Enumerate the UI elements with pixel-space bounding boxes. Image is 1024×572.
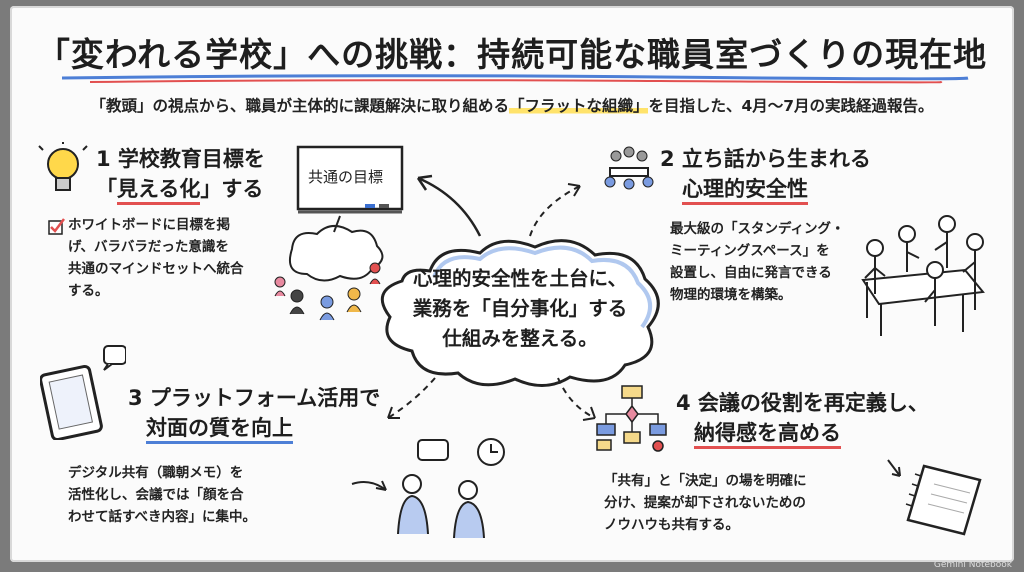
section-3-title-line1: 3 プラットフォーム活用で (128, 386, 381, 410)
section-1-title: 1 学校教育目標を 「見える化」する (96, 144, 265, 205)
section-3-body-line1: デジタル共有（職朝メモ）を (68, 465, 244, 481)
section-1-title-emphasis: 見える化 (117, 177, 201, 205)
tablet-chat-icon (40, 345, 126, 440)
section-4-body: 「共有」と「決定」の場を明確に 分け、提案が却下されないための ノウハウも共有す… (604, 470, 874, 536)
section-3-body: デジタル共有（職朝メモ）を 活性化し、会議では「顔を合 わせて話すべき内容」に集… (68, 462, 308, 528)
center-line-2: 業務を「自分事化」する (412, 297, 628, 320)
title-underline (61, 74, 969, 84)
section-2-body-line1: 最大級の「スタンディング・ (670, 221, 845, 237)
section-1-body-line4: する。 (68, 283, 109, 299)
group-meeting-icon (604, 146, 654, 190)
subtitle-after: を目指した、4月〜7月の実践経過報告。 (648, 97, 934, 115)
section-1-body-line2: げ、バラバラだった意識を (68, 239, 229, 255)
page-title: 「変われる学校」への挑戦：持続可能な職員室づくりの現在地 (36, 35, 988, 74)
section-4-title: 4 会議の役割を再定義し、 納得感を高める (676, 388, 929, 449)
section-3-title-line2: 対面の質を向上 (146, 416, 293, 444)
whiteboard: 「変われる学校」への挑戦：持続可能な職員室づくりの現在地 「教頭」の視点から、職… (10, 6, 1014, 562)
goal-whiteboard-illustration (296, 145, 404, 214)
center-message: 心理的安全性を土台に、 業務を「自分事化」する 仕組みを整える。 (395, 264, 645, 354)
section-3-title: 3 プラットフォーム活用で 対面の質を向上 (128, 383, 381, 444)
goal-whiteboard-label: 共通の目標 (308, 168, 384, 186)
subtitle-highlight: 「フラットな組織」 (508, 97, 649, 115)
section-2-body-line4: 物理的環境を構築。 (670, 287, 792, 303)
section-2-title-line2: 心理的安全性 (682, 177, 808, 205)
subtitle: 「教頭」の視点から、職員が主体的に課題解決に取り組める「フラットな組織」を目指し… (10, 94, 1014, 116)
section-2-title: 2 立ち話から生まれる 心理的安全性 (660, 144, 871, 205)
section-1-body-line3: 共通のマインドセットへ統合 (68, 261, 244, 277)
notebook-icon (887, 459, 982, 536)
section-1-title-bracket-open: 「 (96, 177, 117, 201)
section-1-title-bracket-close: 」する (200, 177, 264, 201)
section-2-body-line3: 設置し、自由に発言できる (670, 265, 832, 281)
connector-arrows (387, 174, 596, 421)
flowchart-icon (596, 385, 667, 452)
lightbulb-icon (38, 142, 88, 191)
standing-meeting-illustration (861, 215, 985, 336)
section-4-body-line1: 「共有」と「決定」の場を明確に (604, 473, 807, 489)
section-1-title-line1: 1 学校教育目標を (96, 147, 265, 171)
center-line-3: 仕組みを整える。 (442, 327, 598, 350)
conversation-illustration (351, 438, 505, 539)
center-line-1: 心理的安全性を土台に、 (413, 267, 627, 290)
section-2-body: 最大級の「スタンディング・ ミーティングスペース」を 設置し、自由に発言できる … (670, 218, 870, 306)
section-4-body-line3: ノウハウも共有する。 (604, 517, 739, 533)
subtitle-before: 「教頭」の視点から、職員が主体的に課題解決に取り組める (90, 97, 509, 115)
section-4-title-line1: 4 会議の役割を再定義し、 (676, 391, 929, 415)
section-3-body-line2: 活性化し、会議では「顔を合 (68, 487, 244, 503)
footer-brand: Gemini Notebook (933, 560, 1012, 570)
section-1-body: ホワイトボードに目標を掲 げ、バラバラだった意識を 共通のマインドセットへ統合 … (68, 214, 278, 302)
center-cloud (380, 239, 660, 387)
thinking-people-illustration (274, 215, 384, 321)
section-4-title-line2: 納得感を高める (694, 421, 841, 449)
section-4-body-line2: 分け、提案が却下されないための (604, 495, 806, 511)
section-1-body-line1: ホワイトボードに目標を掲 (68, 217, 230, 233)
section-3-body-line3: わせて話すべき内容」に集中。 (68, 509, 257, 525)
checkbox-icon (48, 218, 65, 235)
section-2-title-line1: 2 立ち話から生まれる (660, 147, 871, 171)
section-2-body-line2: ミーティングスペース」を (670, 243, 830, 259)
